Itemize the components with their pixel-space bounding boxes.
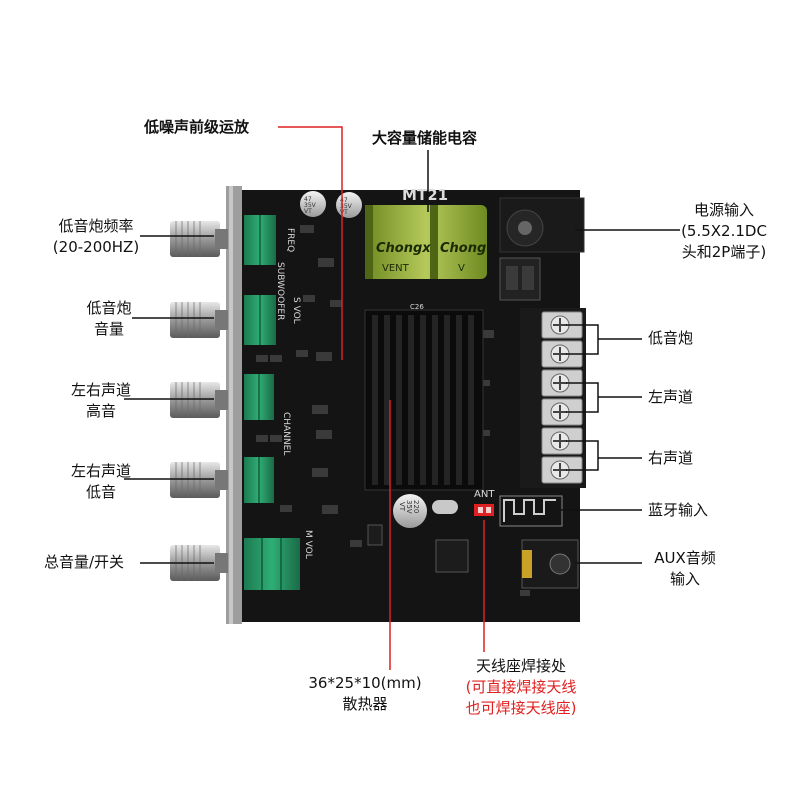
label-power-input-line1: 电源输入 bbox=[693, 201, 754, 219]
svg-text:M VOL: M VOL bbox=[303, 530, 313, 559]
svg-text:35V: 35V bbox=[304, 202, 317, 209]
label-bass-volume-line2: 音量 bbox=[93, 320, 124, 338]
svg-text:VENT: VENT bbox=[382, 263, 410, 274]
knob-bass-volume bbox=[170, 302, 228, 338]
aux-jack bbox=[521, 539, 579, 589]
power-jack bbox=[499, 197, 585, 301]
label-bass-volume: 低音炮 音量 bbox=[74, 298, 144, 340]
capacitor-220: 220 35V VT bbox=[393, 494, 427, 528]
ant-silk: ANT bbox=[474, 489, 495, 500]
svg-text:S VOL: S VOL bbox=[291, 297, 301, 324]
svg-text:VT: VT bbox=[398, 502, 406, 512]
svg-text:47: 47 bbox=[340, 197, 348, 204]
label-bass-freq-line2: (20-200HZ) bbox=[52, 238, 140, 256]
silkscreen: FREQ SUBWOOFER S VOL CHANNEL M VOL C26 bbox=[275, 228, 424, 559]
svg-text:FREQ: FREQ bbox=[285, 228, 295, 252]
svg-text:V: V bbox=[458, 263, 465, 274]
label-power-input-line3: 头和2P端子) bbox=[681, 243, 767, 261]
label-aux-input-line2: 输入 bbox=[669, 570, 700, 588]
label-treble-line2: 高音 bbox=[85, 402, 116, 420]
bluetooth-antenna-trace bbox=[503, 499, 556, 522]
label-bass-freq-line1: 低音炮频率 bbox=[58, 217, 134, 235]
svg-text:VT: VT bbox=[304, 208, 312, 215]
label-bass-freq: 低音炮频率 (20-200HZ) bbox=[40, 216, 152, 258]
label-treble: 左右声道 高音 bbox=[56, 380, 146, 422]
label-antenna-note-line1: (可直接焊接天线 bbox=[465, 678, 577, 696]
speaker-terminals bbox=[520, 308, 586, 488]
potentiometers bbox=[244, 215, 300, 590]
black-leaders bbox=[124, 150, 680, 564]
label-bass-line1: 左右声道 bbox=[70, 462, 131, 480]
label-antenna-note-line2: 也可焊接天线座) bbox=[465, 699, 577, 717]
smd-components bbox=[256, 225, 530, 596]
label-heatsink-line1: 36*25*10(mm) bbox=[308, 674, 422, 692]
svg-text:35V: 35V bbox=[405, 500, 413, 514]
svg-text:220: 220 bbox=[412, 500, 420, 513]
label-big-capacitor: 大容量储能电容 bbox=[372, 129, 478, 147]
svg-text:CHANNEL: CHANNEL bbox=[281, 412, 291, 455]
svg-text:Chong: Chong bbox=[440, 241, 486, 256]
leader-lines bbox=[278, 126, 485, 670]
knobs bbox=[170, 221, 228, 581]
label-treble-line1: 左右声道 bbox=[70, 381, 131, 399]
knob-treble bbox=[170, 382, 228, 418]
label-heatsink-line2: 散热器 bbox=[342, 695, 388, 713]
front-panel bbox=[226, 186, 242, 624]
label-master-volume: 总音量/开关 bbox=[44, 553, 125, 571]
label-bass: 左右声道 低音 bbox=[56, 461, 146, 503]
label-power-input: 电源输入 (5.5X2.1DC 头和2P端子) bbox=[674, 200, 774, 263]
big-capacitor: Chongx Chong VENT V bbox=[365, 205, 487, 279]
model-label: MT21 bbox=[402, 186, 448, 204]
svg-text:35V: 35V bbox=[340, 203, 353, 210]
heatsink bbox=[364, 309, 484, 491]
knob-bass bbox=[170, 462, 228, 498]
label-bass-volume-line1: 低音炮 bbox=[86, 299, 132, 317]
label-right-channel: 右声道 bbox=[648, 449, 694, 467]
label-aux-input-line1: AUX音频 bbox=[654, 549, 716, 567]
label-antenna-title: 天线座焊接处 bbox=[475, 657, 566, 675]
label-power-input-line2: (5.5X2.1DC bbox=[681, 222, 767, 240]
svg-text:SUBWOOFER: SUBWOOFER bbox=[275, 262, 285, 320]
label-antenna: 天线座焊接处 (可直接焊接天线 也可焊接天线座) bbox=[446, 656, 596, 719]
label-heatsink: 36*25*10(mm) 散热器 bbox=[300, 673, 430, 715]
svg-text:VT: VT bbox=[340, 209, 348, 216]
label-subwoofer-out: 低音炮 bbox=[648, 329, 694, 347]
label-aux-input: AUX音频 输入 bbox=[640, 548, 730, 590]
svg-text:47: 47 bbox=[304, 196, 312, 203]
label-bluetooth-input: 蓝牙输入 bbox=[648, 501, 709, 519]
label-bass-line2: 低音 bbox=[85, 483, 116, 501]
svg-text:C26: C26 bbox=[410, 303, 424, 311]
label-lownoise-preamp: 低噪声前级运放 bbox=[144, 118, 250, 136]
knob-bass-freq bbox=[170, 221, 228, 257]
crystal bbox=[432, 500, 458, 514]
label-left-channel: 左声道 bbox=[648, 388, 694, 406]
svg-text:Chongx: Chongx bbox=[376, 241, 431, 256]
ic-chips bbox=[367, 524, 469, 573]
